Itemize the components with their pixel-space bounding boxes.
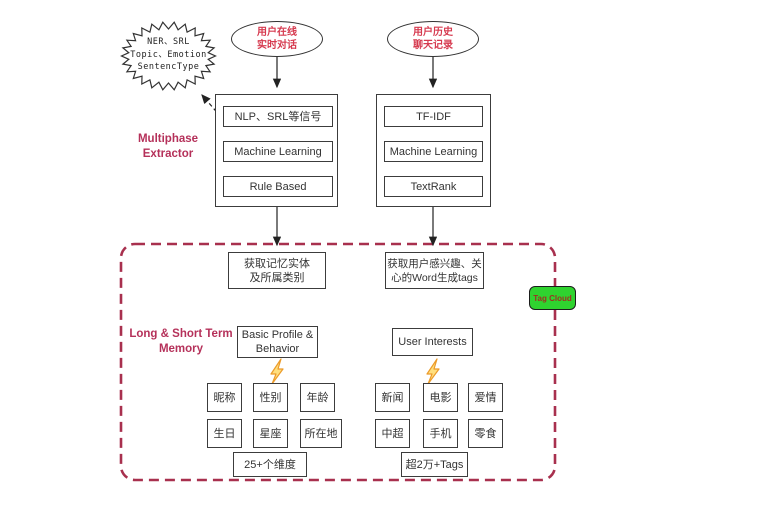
profile-tag-gender: 性别 <box>253 383 288 412</box>
interest-tag-love: 爱情 <box>468 383 503 412</box>
method-machine-learning-right: Machine Learning <box>384 141 483 162</box>
multiphase-extractor-label: Multiphase Extractor <box>124 132 212 162</box>
profile-tag-location: 所在地 <box>300 419 342 448</box>
profile-tag-zodiac: 星座 <box>253 419 288 448</box>
profile-summary-box: 25+个维度 <box>233 452 307 477</box>
lightning-icon <box>426 358 440 385</box>
output-line: 获取记忆实体 <box>244 257 310 270</box>
label-line: Extractor <box>142 148 194 160</box>
memory-label: Long & Short Term Memory <box>122 327 240 357</box>
header-line: Basic Profile & <box>241 329 314 341</box>
interests-summary-box: 超2万+Tags <box>401 452 468 477</box>
method-machine-learning-left: Machine Learning <box>223 141 333 162</box>
annotation-cloud: NER、SRL Topic、Emotion SentencType <box>122 36 215 74</box>
ellipse-line: 用户历史 <box>413 27 453 38</box>
annotation-line: SentencType <box>137 62 200 72</box>
tag-cloud-badge: Tag Cloud <box>529 286 576 310</box>
label-line: Memory <box>158 343 204 355</box>
annotation-line: Topic、Emotion <box>130 49 207 60</box>
interests-header-box: User Interests <box>392 328 473 356</box>
ellipse-line: 实时对话 <box>257 40 297 51</box>
output-line: 获取用户感兴趣、关 <box>387 257 482 270</box>
memory-dashed-border <box>119 242 557 482</box>
lightning-icon <box>270 358 284 385</box>
output-line: 心的Word生成tags <box>391 271 478 284</box>
label-line: Multiphase <box>137 133 199 145</box>
annotation-line: NER、SRL <box>147 37 190 47</box>
input-online-dialog: 用户在线 实时对话 <box>231 21 323 57</box>
profile-header-box: Basic Profile & Behavior <box>237 326 318 358</box>
starburst-shape <box>120 21 217 91</box>
method-rule-based: Rule Based <box>223 176 333 197</box>
interest-tag-movie: 电影 <box>423 383 458 412</box>
label-line: Long & Short Term <box>129 328 233 340</box>
interest-tag-phone: 手机 <box>423 419 458 448</box>
profile-tag-age: 年龄 <box>300 383 335 412</box>
header-line: Behavior <box>255 343 300 355</box>
method-tfidf: TF-IDF <box>384 106 483 127</box>
interest-tag-snack: 零食 <box>468 419 503 448</box>
output-memory-entities: 获取记忆实体 及所属类别 <box>228 252 326 289</box>
arrow-annotation-dashed <box>201 94 222 118</box>
ellipse-line: 聊天记录 <box>413 40 453 51</box>
method-textrank: TextRank <box>384 176 483 197</box>
profile-tag-nickname: 昵称 <box>207 383 242 412</box>
interest-tag-news: 新闻 <box>375 383 410 412</box>
input-history-chat: 用户历史 聊天记录 <box>387 21 479 57</box>
ellipse-line: 用户在线 <box>257 27 297 38</box>
output-line: 及所属类别 <box>249 271 305 284</box>
output-interest-tags: 获取用户感兴趣、关 心的Word生成tags <box>385 252 484 289</box>
profile-tag-birthday: 生日 <box>207 419 242 448</box>
method-nlp-srl: NLP、SRL等信号 <box>223 106 333 127</box>
interest-tag-csl: 中超 <box>375 419 410 448</box>
